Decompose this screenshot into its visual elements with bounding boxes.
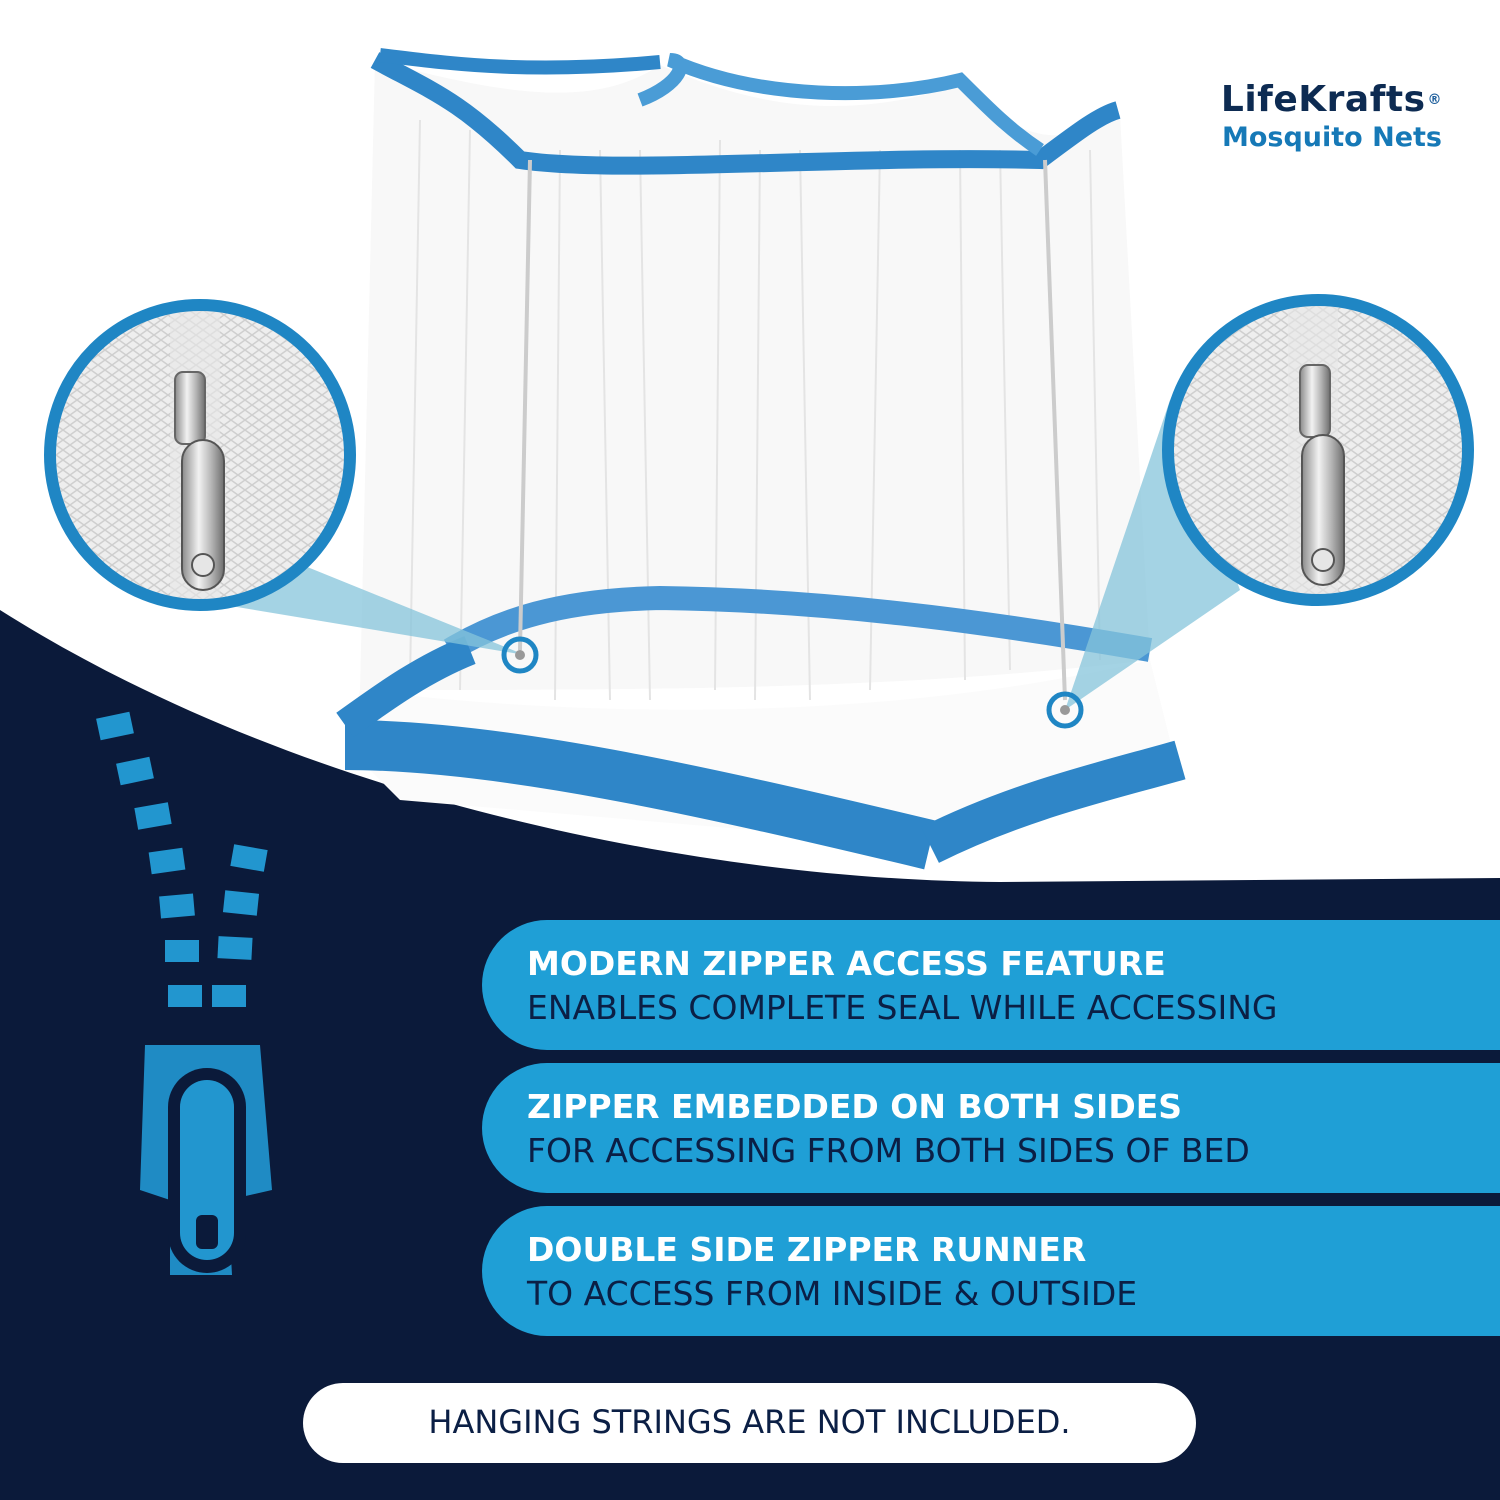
zipper-point-left (501, 636, 539, 674)
feature-card-double-runner: DOUBLE SIDE ZIPPER RUNNER TO ACCESS FROM… (482, 1206, 1500, 1336)
brand-subtitle: Mosquito Nets (1221, 122, 1442, 153)
zipper-closeup-right-icon (1162, 294, 1474, 606)
disclaimer-note: HANGING STRINGS ARE NOT INCLUDED. (303, 1383, 1196, 1463)
mosquito-net-image (336, 48, 1186, 870)
feature-description: ENABLES COMPLETE SEAL WHILE ACCESSING (527, 988, 1278, 1027)
disclaimer-text: HANGING STRINGS ARE NOT INCLUDED. (428, 1403, 1071, 1441)
registered-mark: ® (1427, 92, 1442, 108)
feature-card-both-sides: ZIPPER EMBEDDED ON BOTH SIDES FOR ACCESS… (482, 1063, 1500, 1193)
brand-logo: LifeKrafts® Mosquito Nets (1221, 80, 1442, 156)
feature-title: MODERN ZIPPER ACCESS FEATURE (527, 944, 1166, 983)
zipper-point-right (1046, 691, 1084, 729)
feature-description: TO ACCESS FROM INSIDE & OUTSIDE (527, 1274, 1138, 1313)
zipper-graphic-icon (96, 711, 272, 1275)
zipper-closeup-left-icon (44, 299, 356, 611)
feature-title: DOUBLE SIDE ZIPPER RUNNER (527, 1230, 1087, 1269)
feature-title: ZIPPER EMBEDDED ON BOTH SIDES (527, 1087, 1183, 1126)
feature-card-zipper-access: MODERN ZIPPER ACCESS FEATURE ENABLES COM… (482, 920, 1500, 1050)
brand-name: LifeKrafts (1220, 79, 1426, 120)
feature-description: FOR ACCESSING FROM BOTH SIDES OF BED (527, 1131, 1250, 1170)
